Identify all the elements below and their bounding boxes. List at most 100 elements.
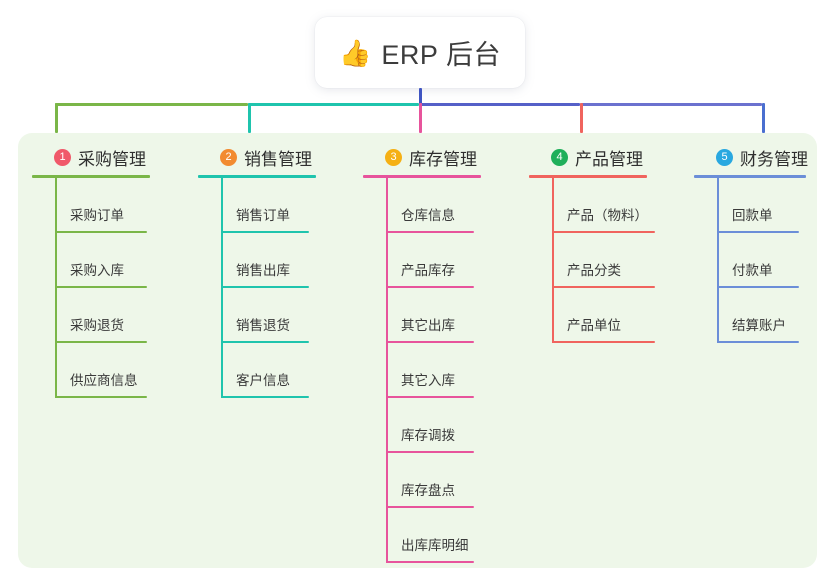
branch-item[interactable]: 销售订单 [198,178,326,233]
connector-drop-1 [55,103,58,133]
branch-item-label: 仓库信息 [401,208,455,223]
branch-item[interactable]: 采购订单 [32,178,160,233]
branch-item-label: 供应商信息 [70,373,138,388]
root-trunk-line [419,88,422,106]
branch-item[interactable]: 库存盘点 [363,453,491,508]
connector-segment-3 [419,103,580,106]
branch-item[interactable]: 销售出库 [198,233,326,288]
branch-item-label: 采购退货 [70,318,124,333]
branch-item-underline [221,231,309,233]
branch-item-label: 其它出库 [401,318,455,333]
branch-item[interactable]: 出库库明细 [363,508,491,563]
branch-spine [221,178,223,398]
branch-column-2: 2 销售管理销售订单销售出库销售退货客户信息 [198,145,326,398]
branch-item-underline [717,231,799,233]
branch-spine [717,178,719,343]
branch-item-underline [552,341,655,343]
connector-segment-2 [248,103,419,106]
branch-item-underline [221,286,309,288]
branch-item[interactable]: 仓库信息 [363,178,491,233]
branch-item[interactable]: 其它入库 [363,343,491,398]
branch-title: 采购管理 [78,149,146,169]
branch-item-underline [386,506,474,508]
branch-item[interactable]: 回款单 [694,178,816,233]
branch-item-label: 其它入库 [401,373,455,388]
branch-item-underline [717,286,799,288]
branch-items-3: 仓库信息产品库存其它出库其它入库库存调拨库存盘点出库库明细 [363,178,491,563]
branch-item[interactable]: 供应商信息 [32,343,160,398]
branch-header-2[interactable]: 2 销售管理 [198,145,326,169]
branch-item-underline [386,231,474,233]
branch-item-label: 销售出库 [236,263,290,278]
branch-item-label: 出库库明细 [401,538,469,553]
branch-item[interactable]: 客户信息 [198,343,326,398]
branch-item-label: 产品分类 [567,263,621,278]
branch-items-4: 产品（物料） 产品分类产品单位 [529,178,657,343]
branch-item-underline [386,341,474,343]
connector-drop-5 [762,103,765,133]
branch-header-1[interactable]: 1 采购管理 [32,145,160,169]
branch-item-underline [552,286,655,288]
branch-item[interactable]: 产品库存 [363,233,491,288]
branch-item[interactable]: 产品分类 [529,233,657,288]
branch-item-label: 产品（物料） [567,208,648,223]
branch-item-label: 销售退货 [236,318,290,333]
branch-number-badge: 5 [716,148,733,166]
branch-item-underline [55,286,147,288]
branch-items-2: 销售订单销售出库销售退货客户信息 [198,178,326,398]
branch-item-underline [552,231,655,233]
branch-item-underline [55,341,147,343]
branch-item-label: 销售订单 [236,208,290,223]
branch-number-badge: 2 [220,148,237,166]
branch-item[interactable]: 采购入库 [32,233,160,288]
branch-item[interactable]: 结算账户 [694,288,816,343]
branch-item-label: 采购入库 [70,263,124,278]
branch-item-underline [55,231,147,233]
branch-item-label: 结算账户 [732,318,786,333]
branch-header-4[interactable]: 4 产品管理 [529,145,657,169]
branch-item-underline [386,396,474,398]
branch-header-5[interactable]: 5 财务管理 [694,145,816,169]
branch-title-underline [32,175,150,178]
branch-item[interactable]: 产品（物料） [529,178,657,233]
branch-panel [18,133,817,568]
branch-item-label: 产品单位 [567,318,621,333]
root-node[interactable]: 👍 ERP 后台 [315,17,525,88]
branch-number-badge: 4 [551,148,568,166]
branch-column-4: 4 产品管理产品（物料） 产品分类产品单位 [529,145,657,343]
branch-item-label: 库存调拨 [401,428,455,443]
branch-item-label: 产品库存 [401,263,455,278]
branch-item-label: 客户信息 [236,373,290,388]
branch-title: 财务管理 [740,149,808,169]
branch-title: 销售管理 [244,149,312,169]
branch-title-underline [363,175,481,178]
branch-item-label: 付款单 [732,263,773,278]
root-title: ERP 后台 [381,40,501,70]
branch-item[interactable]: 销售退货 [198,288,326,343]
branch-item-underline [221,396,309,398]
branch-item[interactable]: 采购退货 [32,288,160,343]
connector-segment-1 [55,103,248,106]
connector-drop-3 [419,103,422,133]
branch-title: 产品管理 [575,149,643,169]
branch-item[interactable]: 其它出库 [363,288,491,343]
branch-number-badge: 1 [54,148,71,166]
branch-title-underline [198,175,316,178]
branch-title: 库存管理 [409,149,477,169]
branch-item[interactable]: 产品单位 [529,288,657,343]
connector-drop-2 [248,103,251,133]
branch-item[interactable]: 库存调拨 [363,398,491,453]
connector-segment-4 [580,103,762,106]
branch-item-underline [386,286,474,288]
branch-item[interactable]: 付款单 [694,233,816,288]
branch-item-label: 采购订单 [70,208,124,223]
branch-column-1: 1 采购管理采购订单采购入库采购退货供应商信息 [32,145,160,398]
branch-item-label: 库存盘点 [401,483,455,498]
branch-items-1: 采购订单采购入库采购退货供应商信息 [32,178,160,398]
branch-item-underline [221,341,309,343]
branch-item-underline [386,561,474,563]
branch-items-5: 回款单付款单结算账户 [694,178,816,343]
